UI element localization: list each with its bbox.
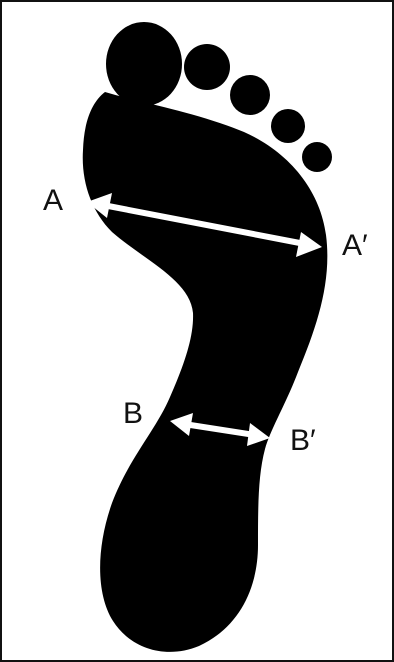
fourth-toe — [271, 109, 305, 143]
second-toe — [184, 44, 230, 90]
third-toe — [230, 75, 270, 115]
label-a-prime: A′ — [342, 229, 368, 262]
foot-silhouette — [83, 92, 328, 652]
label-b: B — [123, 397, 143, 430]
label-a: A — [43, 184, 63, 217]
label-b-prime: B′ — [290, 424, 316, 457]
big-toe — [106, 22, 182, 106]
little-toe — [302, 142, 332, 172]
